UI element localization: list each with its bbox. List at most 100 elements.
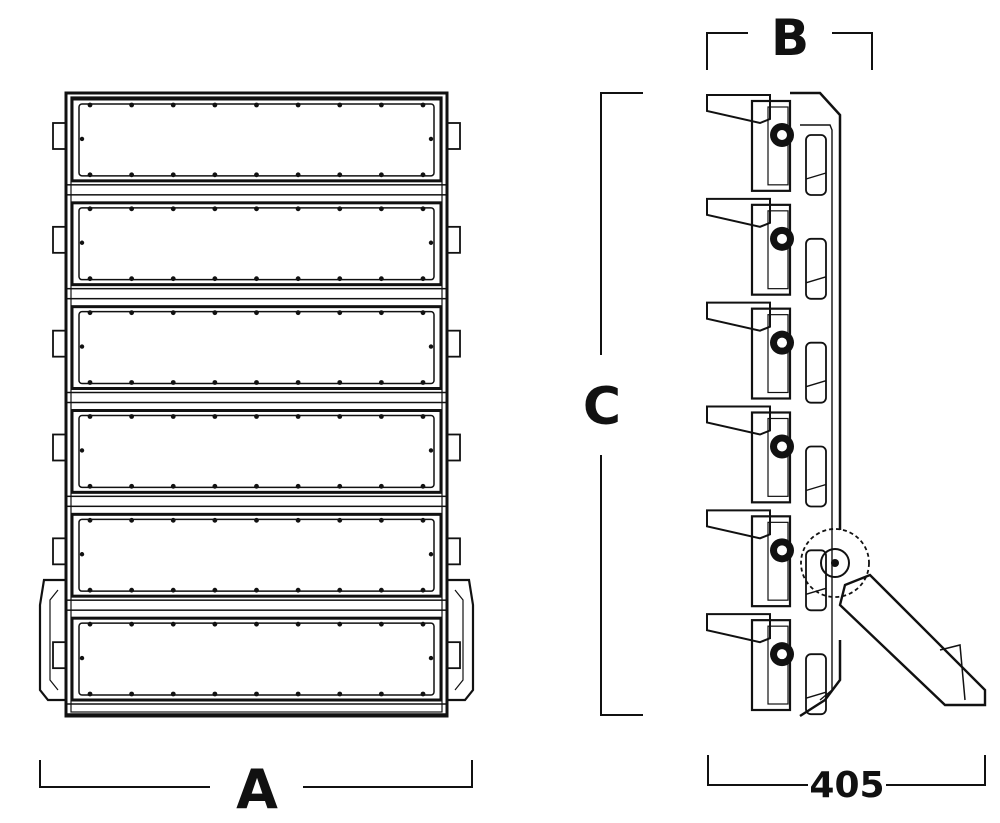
front-module [52, 305, 461, 404]
module-bolt [212, 380, 218, 385]
front-view [38, 91, 475, 718]
side-visor [706, 197, 771, 228]
module-bolt [129, 172, 135, 178]
module-bolt [212, 414, 218, 419]
module-bolt [378, 621, 384, 627]
module-bolt [87, 206, 93, 212]
module-bolt [337, 691, 343, 697]
module-bolt [337, 517, 343, 523]
module-bolt [295, 310, 301, 316]
module-bolt [295, 587, 301, 593]
module-bolt [295, 517, 301, 523]
front-frame [64, 91, 449, 718]
side-module-body [750, 203, 792, 296]
module-bolt [170, 206, 176, 212]
side-knob-center [777, 441, 787, 452]
module-bolt [129, 621, 135, 627]
front-module [52, 97, 461, 196]
module-bolt [337, 310, 343, 316]
module-bolt [87, 172, 93, 178]
module-bolt [87, 483, 93, 489]
module-housing [70, 512, 443, 598]
side-slot-mark [805, 276, 827, 284]
side-slot [805, 549, 827, 612]
module-bolt [378, 276, 384, 282]
module-bolt [79, 136, 85, 142]
module-side-tab [52, 537, 67, 566]
module-lens [78, 207, 435, 281]
module-bolt [212, 691, 218, 697]
side-slot [805, 341, 827, 404]
module-bolt [79, 448, 85, 453]
side-spine-inner [800, 124, 833, 701]
module-bolt [170, 380, 176, 385]
dimension-c [600, 92, 643, 716]
side-module-panel [767, 210, 789, 290]
module-bolt [87, 414, 93, 419]
side-slot-mark [805, 483, 827, 492]
module-bolt [295, 102, 301, 108]
module-bolt [212, 517, 218, 523]
module-housing [70, 201, 443, 287]
side-knob-center [777, 545, 787, 556]
module-bolt [295, 483, 301, 489]
module-bolt [129, 206, 135, 212]
side-module-body [750, 619, 792, 712]
module-bolt [378, 517, 384, 523]
module-bolt [337, 380, 343, 385]
module-bolt [254, 414, 259, 419]
dimension-a-label: A [236, 758, 278, 821]
module-bolt [129, 276, 135, 282]
side-visor [706, 613, 771, 644]
module-bolt [337, 206, 343, 212]
module-side-tab [52, 329, 67, 358]
side-mount-arm-detail [939, 644, 966, 701]
module-bolt [212, 621, 218, 627]
module-bolt [428, 448, 434, 453]
module-bolt [337, 621, 343, 627]
module-separator [65, 703, 448, 715]
module-bolt [212, 172, 218, 178]
module-bolt [420, 172, 426, 178]
module-bolt [295, 691, 301, 697]
side-slot-mark [805, 172, 827, 180]
side-mount-arm [838, 573, 987, 707]
module-bolt [87, 691, 93, 697]
side-pivot-hub [820, 548, 850, 578]
module-bolt [129, 691, 135, 697]
module-bolt [87, 310, 93, 316]
module-separator [65, 391, 448, 404]
module-lens [78, 414, 435, 489]
side-module [706, 405, 827, 508]
module-side-tab [446, 225, 461, 254]
module-bolt [79, 240, 85, 245]
module-bolt [254, 276, 259, 282]
module-side-tab [446, 537, 461, 566]
module-bolt [337, 102, 343, 108]
module-bolt [378, 483, 384, 489]
module-bolt [79, 655, 85, 661]
side-knob-center [777, 337, 787, 348]
side-knob-center [777, 130, 787, 140]
side-module-body [750, 307, 792, 400]
module-bolt [87, 380, 93, 385]
side-visor [706, 301, 771, 332]
module-bolt [254, 380, 259, 385]
module-bolt [420, 414, 426, 419]
module-housing [70, 409, 443, 494]
module-bolt [129, 414, 135, 419]
side-slot [805, 237, 827, 300]
module-bolt [129, 483, 135, 489]
front-bracket-left-inner [49, 589, 59, 691]
module-bolt [212, 102, 218, 108]
module-bolt [87, 517, 93, 523]
module-bolt [79, 552, 85, 557]
side-module [706, 197, 827, 300]
side-slot [805, 653, 827, 716]
module-bolt [295, 172, 301, 178]
module-bolt [170, 483, 176, 489]
side-visor [706, 509, 771, 540]
dimension-c-label: C [583, 377, 621, 437]
module-bolt [254, 517, 259, 523]
module-bolt [420, 587, 426, 593]
